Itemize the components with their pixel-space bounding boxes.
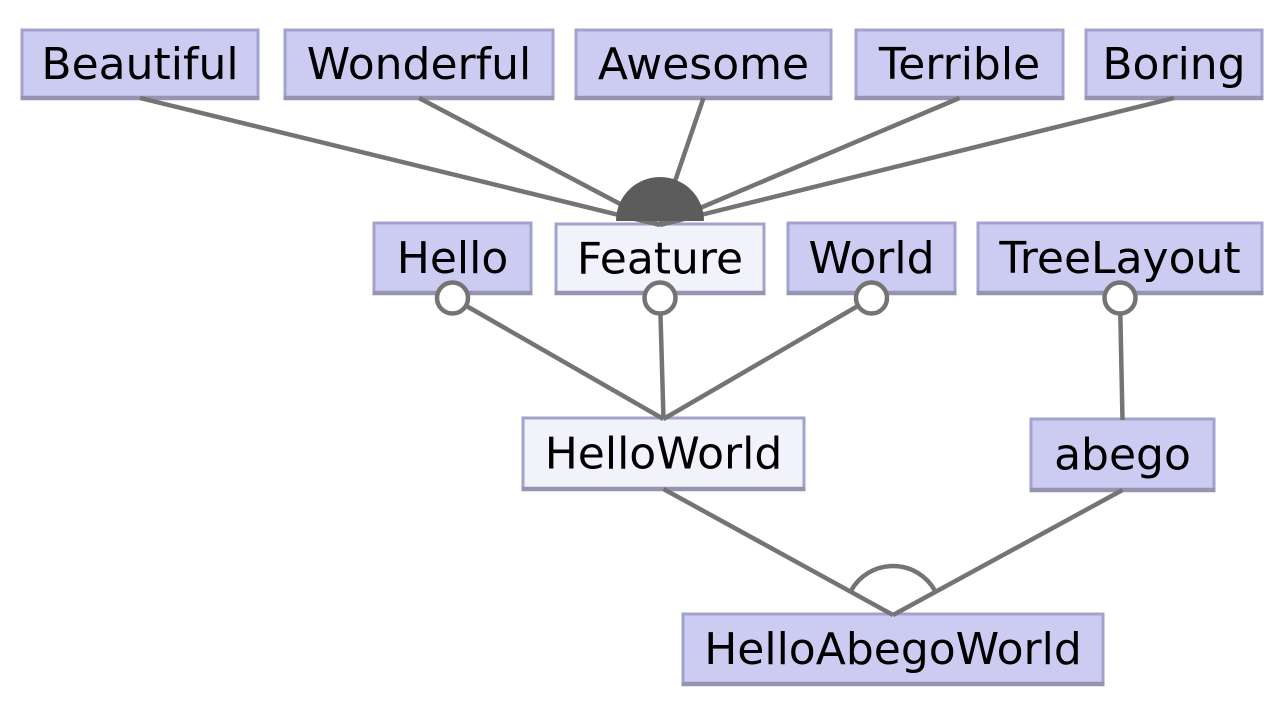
node-label: Wonderful (307, 39, 531, 90)
edge-boring-to-feature (659, 95, 1175, 228)
node-label: HelloWorld (545, 429, 783, 480)
merge-arc-icon (848, 563, 938, 593)
node-abego: abego (1029, 417, 1216, 493)
edge-world-to-helloworld (662, 296, 873, 421)
node-label: HelloAbegoWorld (704, 624, 1082, 675)
merge-junction-semicircle-icon (616, 177, 704, 221)
node-box (20, 28, 260, 100)
edge-abego-to-helloabegoworld (891, 488, 1124, 617)
edge-beautiful-to-feature (139, 95, 661, 228)
edge-feature-to-helloworld (657, 297, 666, 420)
node-label: TreeLayout (998, 233, 1240, 284)
node-box (283, 28, 555, 100)
port-circle-feature (642, 280, 678, 316)
node-box (1084, 28, 1264, 100)
node-wonderful: Wonderful (283, 28, 555, 101)
edges-layer (139, 95, 1175, 617)
node-helloworld: HelloWorld (521, 416, 806, 492)
node-label: abego (1054, 430, 1191, 481)
port-circle-world (853, 280, 890, 316)
edge-terrible-to-feature (659, 95, 961, 228)
node-label: Terrible (878, 39, 1040, 90)
node-beautiful: Beautiful (20, 28, 260, 101)
node-label: World (808, 233, 934, 284)
node-label: Hello (397, 233, 509, 284)
node-terrible: Terrible (854, 28, 1065, 101)
node-helloabegoworld: HelloAbegoWorld (681, 612, 1105, 687)
node-label: Beautiful (41, 39, 238, 90)
node-box (1029, 417, 1216, 492)
node-label: Awesome (598, 39, 809, 90)
node-label: Feature (577, 234, 743, 285)
node-awesome: Awesome (574, 28, 833, 101)
port-circle-treelayout (1102, 280, 1138, 316)
node-box (574, 28, 833, 100)
node-boring: Boring (1084, 28, 1264, 101)
edge-hello-to-helloworld (451, 296, 665, 421)
port-circle-hello (434, 280, 471, 316)
nodes-layer: Beautiful Wonderful Awesome Terrible BoringH… (20, 28, 1264, 687)
node-label: Boring (1102, 39, 1245, 90)
edge-treelayout-to-abego (1117, 297, 1125, 421)
edge-helloworld-to-helloabegoworld (662, 487, 895, 617)
